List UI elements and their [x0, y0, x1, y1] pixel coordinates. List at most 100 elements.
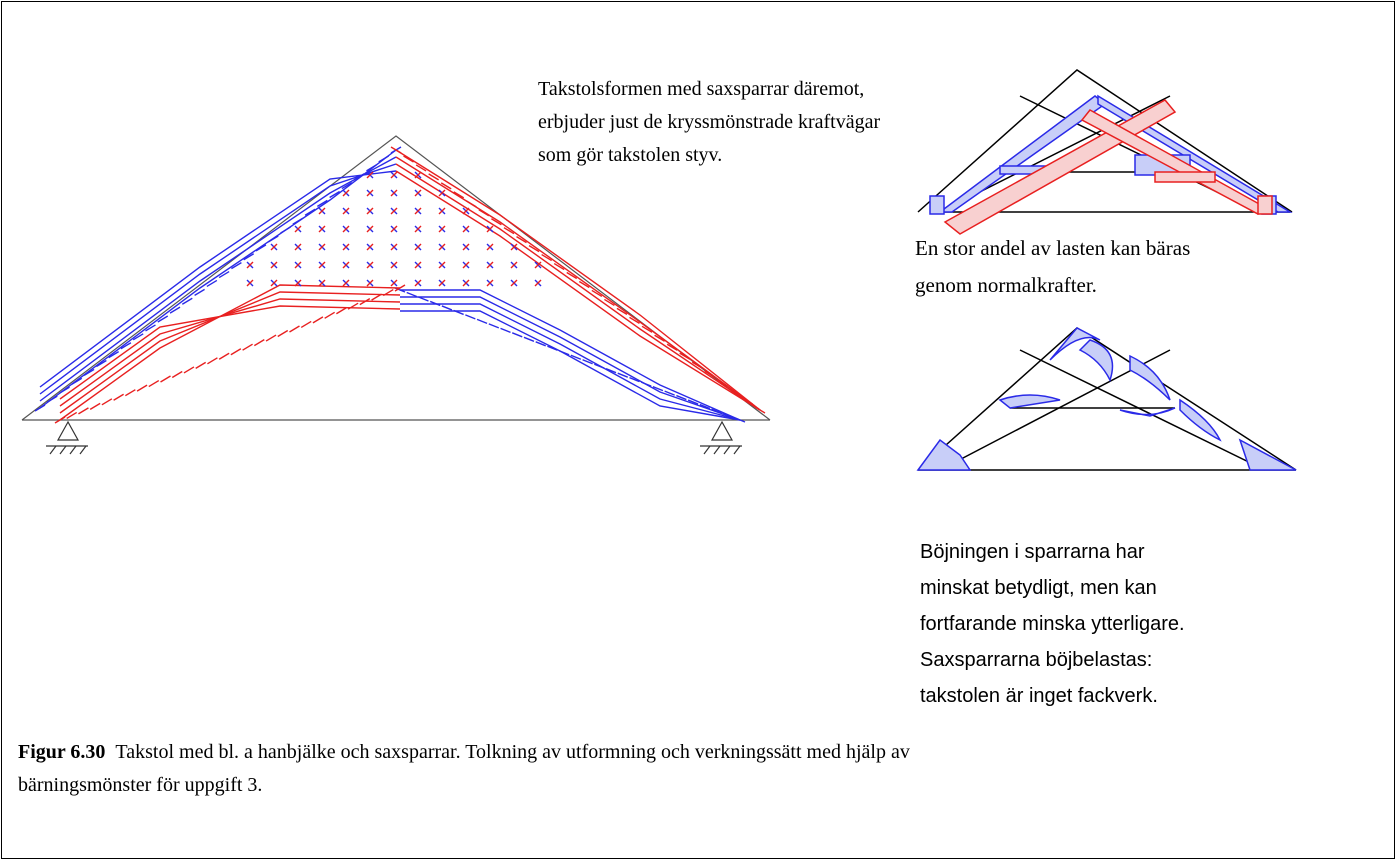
tension-tick — [54, 416, 66, 424]
tension-tick — [566, 271, 578, 280]
compression-tick — [570, 354, 582, 360]
compression-tick — [46, 395, 58, 403]
stress-cross — [438, 279, 446, 287]
stress-cross — [414, 243, 422, 251]
compression-tick — [96, 359, 107, 368]
compression-line — [400, 289, 741, 421]
compression-tick — [687, 399, 699, 405]
stress-cross — [438, 243, 446, 251]
compression-tick — [429, 300, 441, 307]
tension-tick — [591, 289, 603, 298]
intro-line: som gör takstolen styv. — [538, 144, 723, 166]
stress-cross — [318, 279, 326, 287]
bending-line: takstolen är inget fackverk. — [920, 685, 1158, 707]
compression-tick — [206, 279, 218, 288]
stress-cross — [342, 207, 350, 215]
compression-tick — [71, 377, 83, 385]
compression-tick — [120, 342, 132, 350]
compression-tick — [132, 333, 144, 341]
tension-tick — [113, 393, 124, 401]
tension-tick — [666, 343, 678, 351]
compression-tick — [640, 381, 652, 387]
compression-tick — [394, 287, 406, 293]
tension-tick — [195, 361, 207, 369]
stress-cross — [270, 279, 278, 287]
compression-trajectories — [34, 146, 746, 423]
bending-moment-areas — [916, 327, 1297, 471]
stress-cross — [486, 225, 494, 233]
stress-cross — [510, 261, 518, 269]
stress-cross — [414, 261, 422, 269]
compression-tick — [194, 288, 205, 296]
compression-tick — [488, 323, 500, 329]
truss-outline — [21, 135, 771, 421]
compression-tick — [292, 217, 304, 225]
normal-line: genom normalkrafter. — [915, 273, 1097, 297]
compression-tick — [218, 270, 230, 279]
compression-line — [39, 156, 397, 402]
bending-line: Saxsparrarna böjbelastas: — [920, 649, 1153, 671]
tension-tick — [453, 191, 465, 199]
stress-cross — [390, 279, 398, 287]
compression-tick — [255, 244, 267, 252]
tension-tick — [207, 357, 218, 365]
compression-tick — [500, 327, 511, 333]
stress-cross — [294, 225, 302, 233]
compression-tick — [59, 386, 70, 394]
intro-line: erbjuder just de kryssmönstrade kraftväg… — [538, 111, 881, 133]
interior-stress-crosses — [246, 171, 542, 287]
tension-tick — [253, 339, 265, 347]
tension-tick — [616, 307, 628, 315]
compression-tick — [535, 341, 546, 347]
stress-cross — [510, 243, 518, 251]
compression-tick — [243, 253, 255, 261]
stress-cross — [294, 261, 302, 269]
compression-tick — [406, 291, 417, 298]
stress-cross — [294, 279, 302, 287]
stress-cross — [294, 243, 302, 251]
compression-tick — [723, 412, 734, 419]
compression-tick — [465, 314, 476, 320]
stress-cross — [390, 225, 398, 233]
stress-cross — [366, 261, 374, 269]
compression-tick — [582, 359, 593, 365]
compression-tick — [605, 368, 617, 374]
compression-tick — [341, 181, 353, 190]
tension-tick — [440, 182, 452, 190]
stress-cross — [342, 279, 350, 287]
tension-tick — [629, 316, 640, 324]
tension-tick — [347, 302, 359, 310]
stress-cross — [366, 225, 374, 233]
right-support-icon — [700, 420, 742, 455]
stress-cross — [438, 207, 446, 215]
stress-cross — [318, 225, 326, 233]
tension-tick — [704, 370, 716, 378]
stress-cross — [462, 225, 470, 233]
tension-tick — [403, 155, 414, 163]
compression-tick — [169, 306, 181, 314]
bending-line: minskat betydligt, men kan — [920, 577, 1157, 599]
stress-cross — [510, 279, 518, 287]
caption-line1: Takstol med bl. a hanbjälke och saxsparr… — [115, 741, 910, 763]
stress-cross — [366, 243, 374, 251]
normal-force-text: En stor andel av lasten kan bäras genom … — [915, 230, 1190, 304]
intro-line: Takstolsformen med saxsparrar däremot, — [538, 78, 865, 100]
tension-tick — [336, 307, 347, 315]
stress-cross — [318, 243, 326, 251]
normal-force-diagram — [917, 69, 1293, 235]
bending-text: Böjningen i sparrarna har minskat betydl… — [920, 534, 1185, 714]
stress-cross — [246, 261, 254, 269]
stress-cross — [390, 261, 398, 269]
tension-tick — [124, 389, 136, 397]
stress-cross — [438, 189, 446, 197]
tension-tick — [716, 379, 728, 387]
bending-line: fortfarande minska ytterligare. — [920, 613, 1185, 635]
compression-tick — [108, 351, 120, 359]
tension-tick — [324, 311, 336, 319]
compression-tick — [476, 318, 488, 325]
compression-tick — [617, 372, 629, 378]
stress-cross — [342, 261, 350, 269]
compression-tick — [664, 390, 675, 396]
